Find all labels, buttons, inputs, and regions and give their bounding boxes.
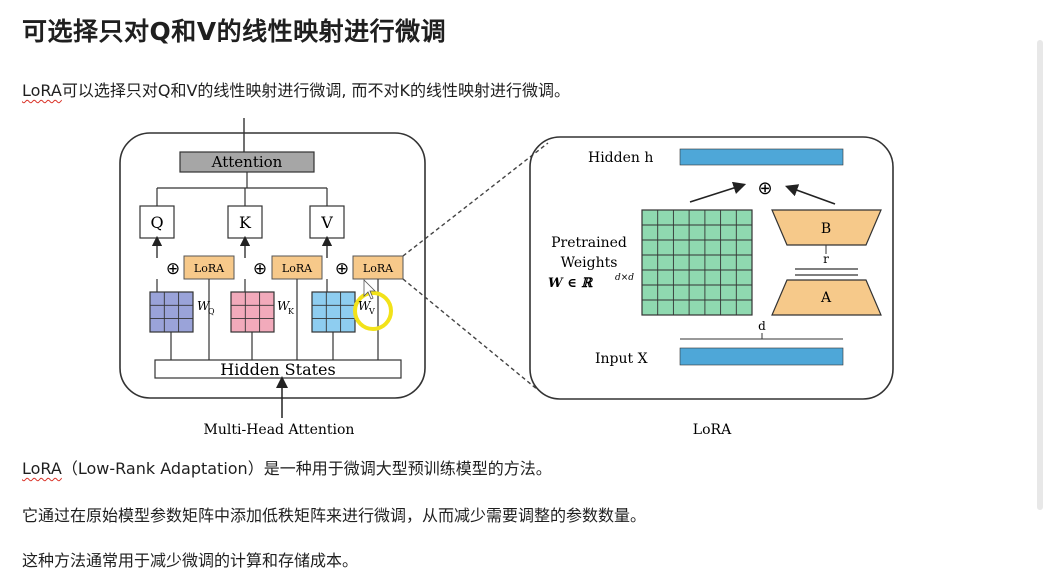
w-formula: W ∈ ℝ (548, 276, 593, 291)
v-label: V (320, 213, 333, 232)
a-label: A (820, 290, 832, 306)
k-box (227, 205, 263, 239)
wk-sub: K (288, 307, 295, 316)
r-label: r (823, 252, 829, 266)
attention-label: Attention (211, 153, 283, 171)
weights-label: Weights (561, 255, 618, 271)
wq-sub: Q (208, 307, 215, 316)
lora-term-2: LoRA (22, 459, 62, 478)
plus-icon-out: ⊕ (757, 178, 772, 199)
hidden-states-label: Hidden States (220, 360, 335, 379)
lora-label-v: LoRA (363, 262, 394, 275)
b-label: B (821, 221, 831, 237)
lora-label-k: LoRA (282, 262, 313, 275)
wq-matrix (149, 291, 194, 333)
lora-frame (529, 136, 894, 400)
matrix-a (771, 279, 882, 316)
cursor-highlight (353, 291, 393, 331)
mouse-cursor-icon (363, 279, 376, 300)
lora-diagram: Hidden h ⊕ Pretrained Weights W ∈ ℝ d×d … (529, 136, 894, 438)
method-paragraph: 它通过在原始模型参数矩阵中添加低秩矩阵来进行微调，从而减少需要调整的参数数量。 (22, 506, 647, 525)
wq-label: W (197, 299, 211, 313)
k-label: K (239, 213, 252, 232)
w-formula-sup: d×d (615, 273, 634, 283)
definition-text: （Low-Rank Adaptation）是一种用于微调大型预训练模型的方法。 (61, 459, 552, 478)
wv-label: W (358, 299, 372, 313)
matrix-b (771, 209, 882, 246)
intro-text: 可以选择只对Q和V的线性映射进行微调, 而不对K的线性映射进行微调。 (61, 81, 571, 100)
d-label: d (758, 319, 766, 333)
definition-paragraph: LoRA（Low-Rank Adaptation）是一种用于微调大型预训练模型的… (22, 455, 552, 479)
wk-label: W (277, 299, 291, 313)
q-box (139, 205, 175, 239)
page-title: 可选择只对Q和V的线性映射进行微调 (22, 17, 447, 46)
attention-frame (119, 132, 426, 399)
pretrained-label: Pretrained (551, 235, 627, 251)
hidden-h-label: Hidden h (588, 150, 653, 166)
right-caption: LoRA (693, 422, 732, 438)
input-x-label: Input X (595, 351, 648, 367)
scrollbar[interactable] (1037, 40, 1043, 510)
input-x-bar (679, 347, 844, 366)
wk-matrix (230, 291, 275, 333)
lora-label-q: LoRA (194, 262, 225, 275)
left-caption: Multi-Head Attention (204, 422, 355, 438)
plus-icon-v: ⊕ (335, 259, 349, 279)
hidden-h-bar (679, 148, 844, 166)
wv-sub: V (368, 307, 375, 316)
plus-icon-q: ⊕ (166, 259, 180, 279)
pretrained-weights-matrix (641, 209, 753, 316)
attention-diagram: Attention Q K V ⊕ ⊕ ⊕ LoRA LoRA LoRA (119, 118, 426, 438)
lora-term: LoRA (22, 81, 62, 100)
wv-matrix (311, 291, 356, 333)
intro-paragraph: LoRA可以选择只对Q和V的线性映射进行微调, 而不对K的线性映射进行微调。 (22, 77, 570, 101)
plus-icon-k: ⊕ (253, 259, 267, 279)
benefit-paragraph: 这种方法通常用于减少微调的计算和存储成本。 (22, 551, 359, 570)
q-label: Q (150, 213, 163, 232)
